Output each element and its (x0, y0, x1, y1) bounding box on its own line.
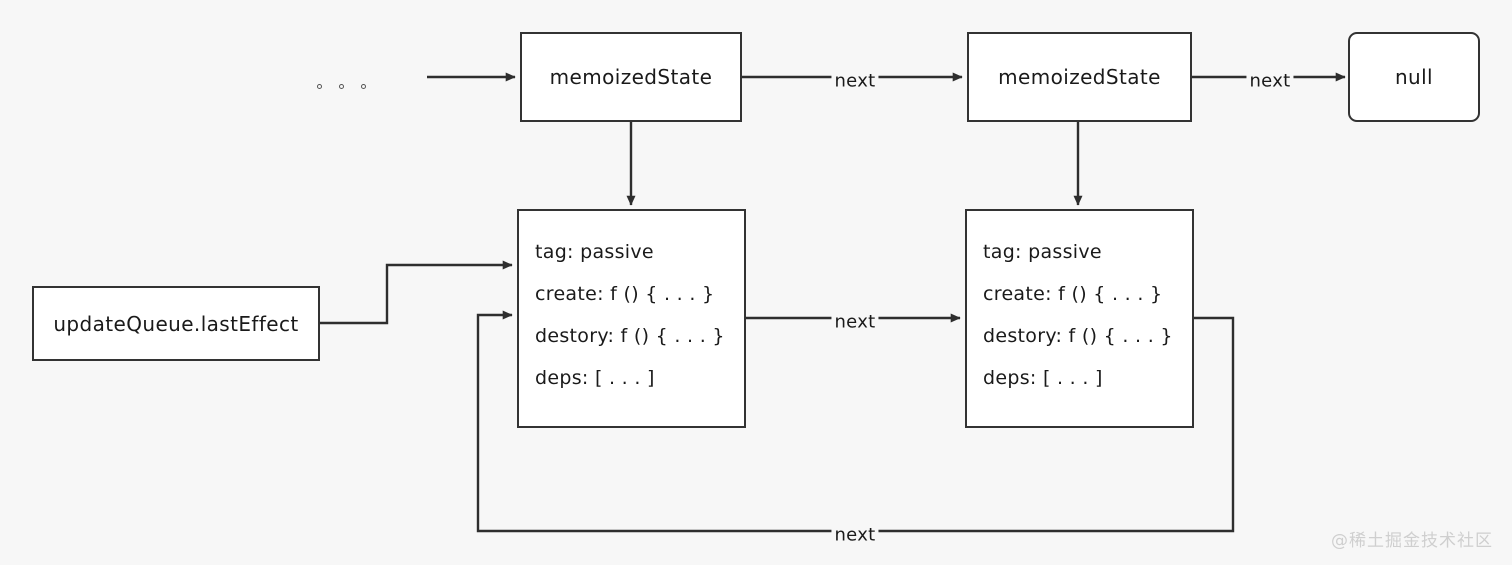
node-effect-1-create: create: f () { . . . } (535, 283, 715, 305)
node-hook-memoized-state-2-label: memoizedState (998, 65, 1161, 89)
node-update-queue-last-effect-label: updateQueue.lastEffect (53, 311, 299, 336)
node-null-label: null (1394, 65, 1434, 89)
edge-updatequeue-to-effect1 (320, 260, 513, 325)
ellipsis-dots-icon (317, 84, 366, 89)
node-effect-2-destory: destory: f () { . . . } (983, 325, 1173, 347)
node-hook-memoized-state-2[interactable]: memoizedState (967, 32, 1192, 122)
node-hook-memoized-state-1-label: memoizedState (549, 65, 713, 89)
edge-label-effect2-to-effect1: next (831, 524, 879, 546)
node-effect-1-deps: deps: [ . . . ] (535, 367, 655, 389)
node-effect-2-create: create: f () { . . . } (983, 283, 1163, 305)
node-null[interactable]: null (1348, 32, 1480, 122)
edge-label-hook1-to-hook2: next (831, 70, 879, 92)
node-effect-1-destory: destory: f () { . . . } (535, 325, 725, 347)
node-effect-2[interactable]: tag: passive create: f () { . . . } dest… (965, 209, 1194, 428)
node-hook-memoized-state-1[interactable]: memoizedState (520, 32, 742, 122)
ellipsis-dot-1 (317, 84, 322, 89)
node-effect-2-tag: tag: passive (983, 241, 1102, 263)
node-effect-1[interactable]: tag: passive create: f () { . . . } dest… (517, 209, 746, 428)
node-update-queue-last-effect[interactable]: updateQueue.lastEffect (32, 286, 320, 361)
node-effect-2-deps: deps: [ . . . ] (983, 367, 1103, 389)
ellipsis-dot-2 (339, 84, 344, 89)
watermark: @稀土掘金技术社区 (1331, 531, 1493, 551)
ellipsis-dot-3 (361, 84, 366, 89)
edge-label-hook2-to-null: next (1246, 70, 1294, 92)
node-effect-1-tag: tag: passive (535, 241, 654, 263)
edge-label-effect1-to-effect2: next (831, 311, 879, 333)
